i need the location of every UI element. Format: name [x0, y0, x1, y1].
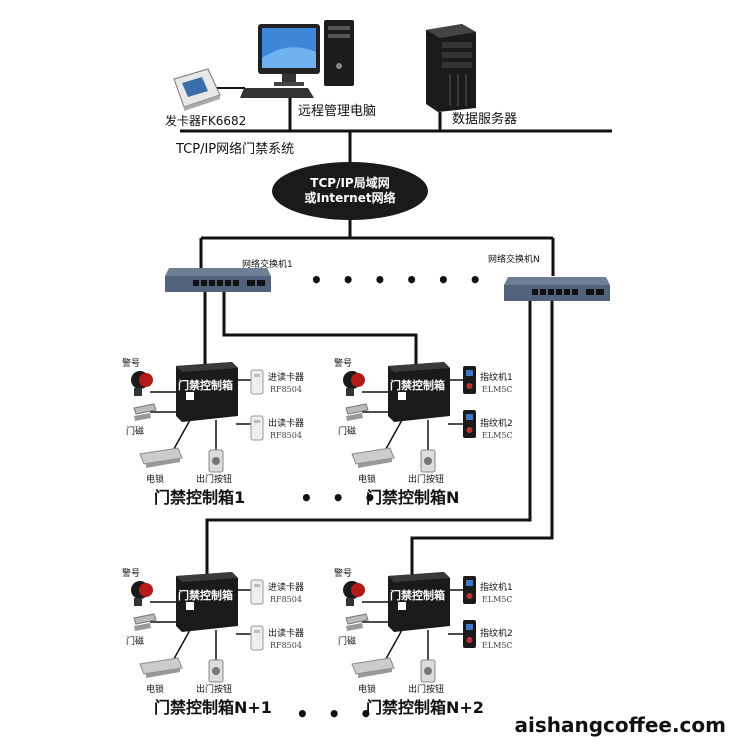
- cabinet-ellipsis-top: • • •: [300, 486, 383, 510]
- reader1-icon: [250, 369, 264, 395]
- switch1-icon: [165, 268, 271, 292]
- reader2-model: ELM5C: [482, 431, 513, 440]
- switchN-label: 网络交换机N: [488, 255, 540, 265]
- door-magnet-icon: [133, 613, 157, 631]
- reader2-label: 指纹机2: [480, 629, 513, 639]
- exit-button-label: 出门按钮: [196, 685, 233, 695]
- switch-ellipsis: • • • • • •: [310, 268, 488, 292]
- lock-label: 电锁: [358, 685, 377, 695]
- exit-button-icon: [420, 449, 436, 473]
- reader1-model: RF8504: [270, 595, 302, 604]
- reader1-label: 进读卡器: [268, 583, 305, 593]
- network-cloud-text: TCP/IP局域网 或Internet网络: [275, 176, 425, 206]
- watermark: aishangcoffee.com: [514, 713, 726, 737]
- reader2-label: 指纹机2: [480, 419, 513, 429]
- exit-button-label: 出门按钮: [196, 475, 233, 485]
- door-magnet-icon: [345, 403, 369, 421]
- card-issuer-icon: [173, 68, 221, 111]
- reader2-model: ELM5C: [482, 641, 513, 650]
- reader2-label: 出读卡器: [268, 419, 305, 429]
- electric-lock-icon: [139, 447, 183, 468]
- cabinet-title: 门禁控制箱N+2: [366, 698, 484, 717]
- exit-button-icon: [208, 449, 224, 473]
- reader1-model: ELM5C: [482, 595, 513, 604]
- electric-lock-icon: [139, 657, 183, 678]
- electric-lock-icon: [351, 447, 395, 468]
- switch1-label: 网络交换机1: [242, 260, 293, 270]
- magnet-label: 门磁: [126, 637, 145, 647]
- reader2-icon: [250, 625, 264, 651]
- cabinet-graphics: [131, 362, 264, 473]
- box-label: 门禁控制箱: [178, 589, 233, 602]
- exit-button-label: 出门按钮: [408, 685, 445, 695]
- alarm-siren-icon: [131, 371, 153, 396]
- lock-label: 电锁: [146, 475, 165, 485]
- reader1-model: ELM5C: [482, 385, 513, 394]
- switchN-icon: [504, 277, 610, 301]
- cabinet-title: 门禁控制箱N+1: [154, 698, 272, 717]
- reader2-icon: [250, 415, 264, 441]
- magnet-label: 门磁: [126, 427, 145, 437]
- cabinet-title: 门禁控制箱N: [366, 488, 460, 507]
- control-box-icon: [388, 572, 450, 632]
- control-box-icon: [176, 362, 238, 422]
- swN-cabN2-wire: [410, 298, 554, 578]
- server-icon: [426, 24, 476, 112]
- system-title: TCP/IP网络门禁系统: [176, 142, 295, 157]
- lock-label: 电锁: [358, 475, 377, 485]
- magnet-label: 门磁: [338, 637, 357, 647]
- cabinet-graphics: [343, 362, 476, 473]
- swN-cabN1-wire: [205, 298, 532, 582]
- exit-button-icon: [208, 659, 224, 683]
- reader2-label: 出读卡器: [268, 629, 305, 639]
- alarm-siren-icon: [131, 581, 153, 606]
- fingerprint1-icon: [463, 576, 476, 604]
- exit-button-icon: [420, 659, 436, 683]
- exit-button-label: 出门按钮: [408, 475, 445, 485]
- magnet-label: 门磁: [338, 427, 357, 437]
- reader1-label: 进读卡器: [268, 373, 305, 383]
- reader1-icon: [250, 579, 264, 605]
- fingerprint1-icon: [463, 366, 476, 394]
- reader1-label: 指纹机1: [480, 583, 513, 593]
- fingerprint2-icon: [463, 410, 476, 438]
- cabinet-graphics: [131, 572, 264, 683]
- network-line-2: 或Internet网络: [304, 191, 396, 205]
- sw1-cabN-wire: [222, 290, 418, 372]
- server-label: 数据服务器: [452, 112, 518, 127]
- alarm-label: 警号: [334, 569, 353, 579]
- card-issuer-label: 发卡器FK6682: [165, 114, 247, 128]
- fingerprint2-icon: [463, 620, 476, 648]
- reader2-model: RF8504: [270, 431, 302, 440]
- remote-pc-label: 远程管理电脑: [298, 104, 377, 119]
- remote-pc-icon: [240, 20, 354, 98]
- alarm-siren-icon: [343, 371, 365, 396]
- network-line-1: TCP/IP局域网: [310, 176, 390, 190]
- network-cloud-icon: [272, 162, 428, 220]
- lock-label: 电锁: [146, 685, 165, 695]
- cabinet-graphics: [343, 572, 476, 683]
- reader1-label: 指纹机1: [480, 373, 513, 383]
- alarm-label: 警号: [122, 569, 141, 579]
- control-box-icon: [176, 572, 238, 632]
- door-magnet-icon: [133, 403, 157, 421]
- alarm-label: 警号: [122, 359, 141, 369]
- door-magnet-icon: [345, 613, 369, 631]
- alarm-label: 警号: [334, 359, 353, 369]
- cabinet-title: 门禁控制箱1: [154, 488, 246, 507]
- reader1-model: RF8504: [270, 385, 302, 394]
- box-label: 门禁控制箱: [390, 379, 445, 392]
- cabinet-ellipsis-bottom: • • •: [296, 702, 379, 726]
- box-label: 门禁控制箱: [390, 589, 445, 602]
- control-box-icon: [388, 362, 450, 422]
- alarm-siren-icon: [343, 581, 365, 606]
- box-label: 门禁控制箱: [178, 379, 233, 392]
- electric-lock-icon: [351, 657, 395, 678]
- reader2-model: RF8504: [270, 641, 302, 650]
